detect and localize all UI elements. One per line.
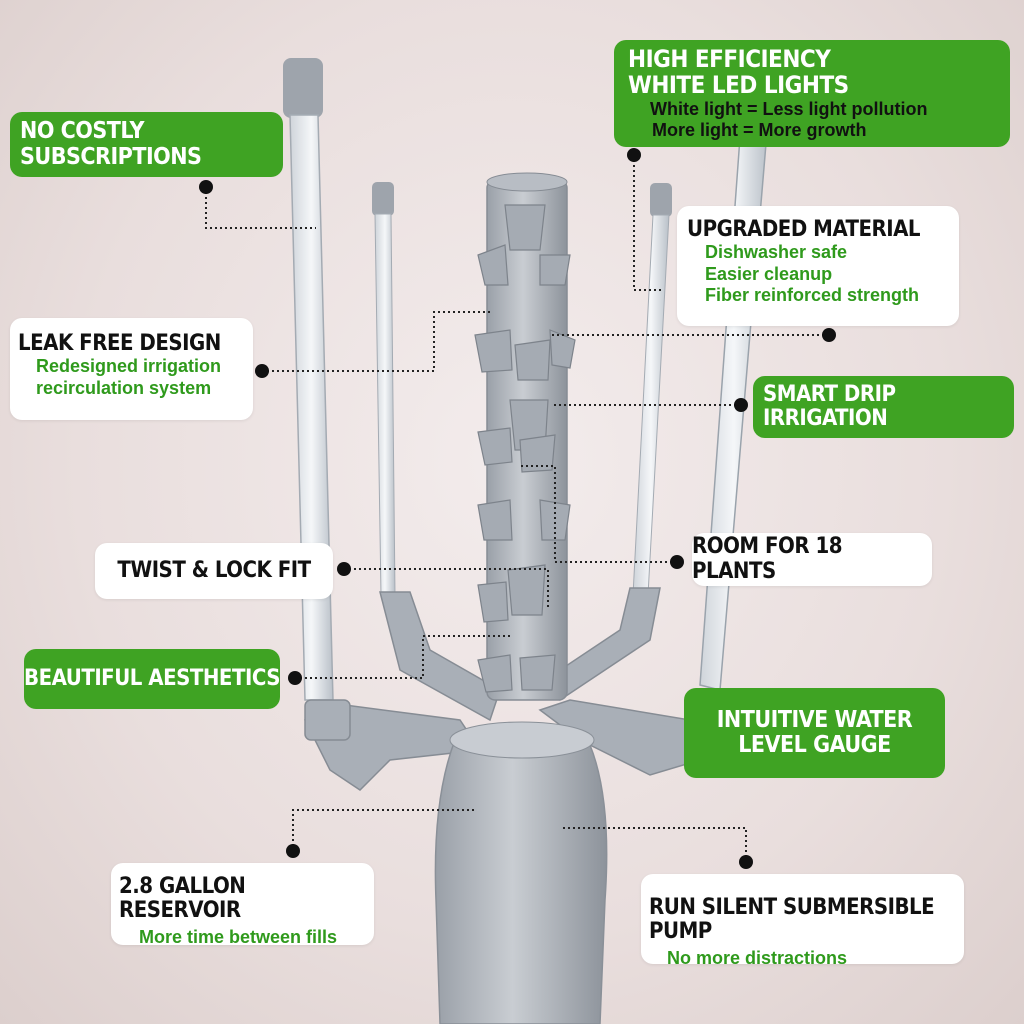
light-pole-left	[283, 58, 334, 701]
callout-reservoir: 2.8 GALLON RESERVOIR More time between f…	[111, 863, 374, 947]
callout-title: SMART DRIP IRRIGATION	[763, 381, 896, 431]
light-pole-mid-left	[372, 182, 396, 596]
callout-title: 2.8 GALLON RESERVOIR	[119, 874, 246, 924]
callout-led-lights: HIGH EFFICIENCY WHITE LED LIGHTS White l…	[614, 40, 1010, 147]
callout-subtitle: More time between fills	[139, 927, 338, 948]
callout-title: WHITE LED LIGHTS	[628, 71, 849, 100]
callout-aesthetics: BEAUTIFUL AESTHETICS	[24, 649, 281, 709]
callout-title: TWIST & LOCK FIT	[117, 557, 311, 583]
callout-smart-drip: SMART DRIP IRRIGATION	[753, 376, 1014, 438]
leader-dot	[288, 671, 302, 685]
plant-tower	[474, 172, 576, 701]
callout-subtitle: White light = Less light pollution	[650, 98, 928, 119]
callout-subtitle: recirculation system	[36, 377, 212, 398]
callout-18-plants: ROOM FOR 18 PLANTS	[692, 533, 932, 586]
callout-subtitle: Dishwasher safe	[705, 242, 848, 263]
base-arms	[303, 587, 701, 791]
callout-title: INTUITIVE WATER	[716, 706, 913, 733]
callout-twist-lock: TWIST & LOCK FIT	[95, 543, 333, 599]
leader-dot	[337, 562, 351, 576]
callout-subtitle: No more distractions	[667, 948, 848, 969]
callout-title: RUN SILENT SUBMERSIBLE PUMP	[649, 895, 935, 945]
leader-dot	[627, 148, 641, 162]
callout-no-subscriptions: NO COSTLY SUBSCRIPTIONS	[10, 112, 283, 177]
leader-dot	[286, 844, 300, 858]
leader-dot	[670, 555, 684, 569]
callout-subtitle: Fiber reinforced strength	[705, 285, 920, 306]
callout-leak-free: LEAK FREE DESIGN Redesigned irrigation r…	[10, 318, 253, 420]
leader-dot	[734, 398, 748, 412]
callout-title: LEAK FREE DESIGN	[18, 331, 221, 356]
callout-subtitle: Redesigned irrigation	[36, 356, 222, 377]
reservoir	[434, 721, 608, 1024]
callout-water-gauge: INTUITIVE WATER LEVEL GAUGE	[684, 688, 945, 778]
callout-title: LEVEL GAUGE	[738, 732, 891, 758]
callout-upgraded-material: UPGRADED MATERIAL Dishwasher safe Easier…	[677, 206, 959, 326]
callout-subtitle: Easier cleanup	[705, 263, 833, 284]
leader-dot	[739, 855, 753, 869]
callout-title: HIGH EFFICIENCY	[628, 45, 831, 73]
callout-subtitle: More light = More growth	[652, 120, 867, 141]
callout-title: UPGRADED MATERIAL	[687, 217, 921, 242]
callout-title: NO COSTLY SUBSCRIPTIONS	[20, 118, 202, 170]
light-pole-mid-right	[632, 183, 672, 596]
leader-lines	[205, 155, 829, 862]
callout-silent-pump: RUN SILENT SUBMERSIBLE PUMP No more dist…	[641, 874, 964, 968]
callout-title: ROOM FOR 18 PLANTS	[692, 534, 843, 584]
leader-dot	[255, 364, 269, 378]
callout-title: BEAUTIFUL AESTHETICS	[24, 665, 281, 691]
leader-dot	[822, 328, 836, 342]
leader-dot	[199, 180, 213, 194]
